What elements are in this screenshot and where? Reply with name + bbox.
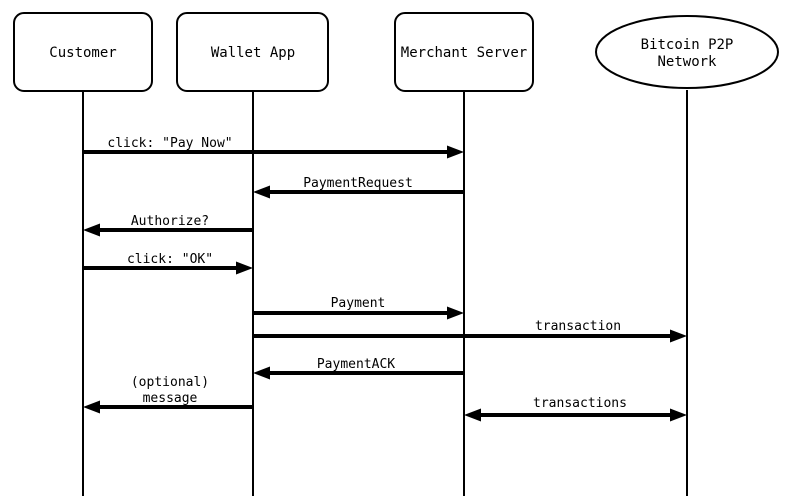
actor-box-wallet-app [176, 12, 329, 92]
arrowhead-payment-ack [253, 366, 270, 380]
arrowhead-click-ok [236, 261, 253, 275]
message-label-payment-request: PaymentRequest [303, 176, 413, 191]
arrowhead-optional-message [83, 400, 100, 414]
message-label-transaction: transaction [535, 319, 621, 334]
actor-label-customer: Customer [49, 45, 116, 61]
arrowhead-click-pay-now [447, 145, 464, 159]
arrowhead-back-transactions [464, 408, 481, 422]
actor-label-wallet-app: Wallet App [211, 45, 295, 61]
message-label-authorize: Authorize? [131, 214, 209, 229]
message-label-optional-message: (optional)message [131, 375, 209, 406]
arrowhead-authorize [83, 223, 100, 237]
actor-box-customer [13, 12, 153, 92]
message-label-payment: Payment [331, 296, 386, 311]
arrowhead-payment-request [253, 185, 270, 199]
message-label-click-ok: click: "OK" [127, 252, 213, 267]
actor-box-bitcoin-p2p-network [595, 15, 779, 89]
message-label-transactions: transactions [533, 396, 627, 411]
actor-box-merchant-server [394, 12, 534, 92]
arrowhead-transactions [670, 408, 687, 422]
arrowhead-payment [447, 306, 464, 320]
actor-label-merchant-server: Merchant Server [401, 45, 527, 61]
message-label-payment-ack: PaymentACK [317, 357, 395, 372]
message-label-click-pay-now: click: "Pay Now" [107, 136, 232, 151]
arrowhead-transaction [670, 329, 687, 343]
